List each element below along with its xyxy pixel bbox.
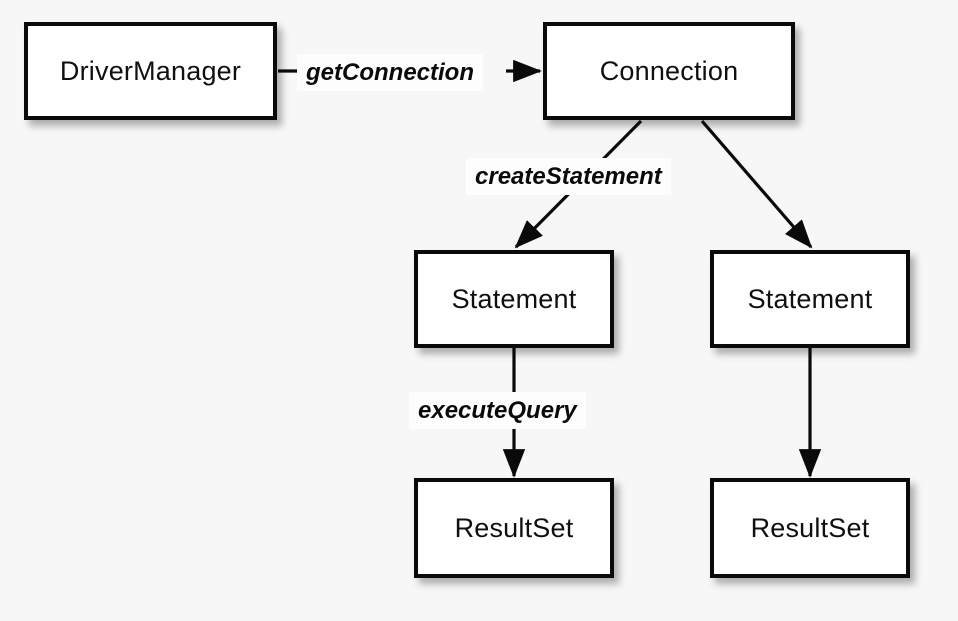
node-statement-right[interactable]: Statement [710, 250, 910, 348]
node-connection[interactable]: Connection [543, 22, 795, 120]
node-label-connection: Connection [599, 55, 739, 86]
node-resultset-right[interactable]: ResultSet [710, 478, 910, 578]
node-label-resultset-right: ResultSet [750, 512, 870, 543]
node-driver-manager[interactable]: DriverManager [24, 22, 277, 120]
node-label-statement-right: Statement [747, 283, 873, 314]
node-statement-left[interactable]: Statement [414, 250, 614, 348]
edge-label-create-statement: createStatement [466, 158, 671, 196]
node-resultset-left[interactable]: ResultSet [414, 478, 614, 578]
edge-create-statement-right [700, 119, 813, 249]
node-label-resultset-left: ResultSet [454, 512, 574, 543]
node-label-driver-manager: DriverManager [59, 55, 242, 86]
edge-label-get-connection: getConnection [297, 54, 483, 92]
edge-label-execute-query: executeQuery [409, 392, 586, 430]
node-label-statement-left: Statement [451, 283, 577, 314]
